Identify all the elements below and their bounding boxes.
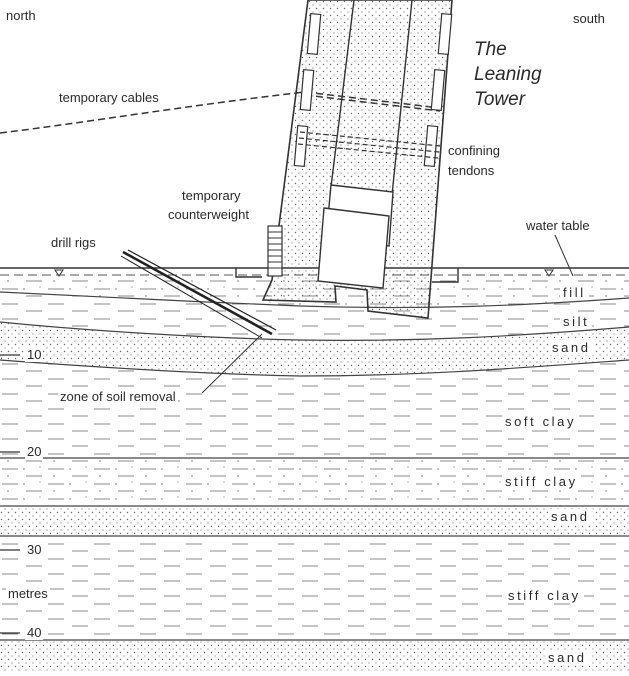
water-table-marker-left xyxy=(54,269,64,277)
depth-unit-label: metres xyxy=(6,586,50,601)
depth-label-30: 30 xyxy=(25,542,44,557)
temporary-cables-label: temporary cables xyxy=(59,90,159,105)
layer-label-fill: fill xyxy=(560,285,589,300)
title-line-1: The xyxy=(474,39,507,60)
layer-label-sand-1: sand xyxy=(549,340,594,355)
sand-layer-1 xyxy=(0,322,629,376)
north-label: north xyxy=(6,8,36,23)
zone-of-soil-removal-label: zone of soil removal xyxy=(58,389,178,405)
layer-label-sand-2: sand xyxy=(548,509,593,524)
counterweight-block xyxy=(267,225,283,277)
depth-ticks xyxy=(0,354,20,634)
diagram-title: The Leaning Tower xyxy=(474,37,542,112)
water-table-marker-right xyxy=(544,269,554,277)
drill-rigs xyxy=(120,249,277,339)
leader-lines xyxy=(201,234,574,394)
layer-label-silt: silt xyxy=(560,314,593,329)
excavation-wall-left xyxy=(235,268,262,278)
title-line-2: Leaning xyxy=(474,64,542,85)
layer-label-stiff-clay-1: stiff clay xyxy=(502,474,581,489)
layer-label-stiff-clay-2: stiff clay xyxy=(505,588,584,603)
depth-label-10: 10 xyxy=(25,347,44,362)
soft-clay-layer xyxy=(0,360,629,458)
layer-boundaries xyxy=(0,291,629,641)
confining-tendons-label-line-2: tendons xyxy=(448,163,495,178)
tower-drawing xyxy=(261,0,453,319)
water-table-label: water table xyxy=(526,218,590,233)
silt-layer xyxy=(0,292,629,341)
soil-layers xyxy=(0,275,629,671)
depth-label-20: 20 xyxy=(25,444,44,459)
tower-inner-wall-left xyxy=(329,0,355,196)
tower-inner-wall-right xyxy=(391,0,413,196)
counterweight-label-line-1: temporary xyxy=(182,188,241,203)
tower-chamber-lower xyxy=(317,207,390,289)
confining-tendons-label-line-1: confining xyxy=(448,143,501,158)
excavation-wall-right xyxy=(432,268,459,283)
sand-layer-3 xyxy=(0,640,629,671)
temporary-cables xyxy=(0,91,441,134)
south-label: south xyxy=(573,11,605,26)
layer-label-sand-3: sand xyxy=(545,650,590,665)
counterweight-label-line-2: counterweight xyxy=(168,207,249,222)
depth-label-40: 40 xyxy=(25,625,44,640)
sand-layer-2 xyxy=(0,506,629,536)
layer-label-soft-clay: soft clay xyxy=(502,414,580,429)
drill-rigs-label: drill rigs xyxy=(51,235,96,250)
title-line-3: Tower xyxy=(474,89,526,110)
